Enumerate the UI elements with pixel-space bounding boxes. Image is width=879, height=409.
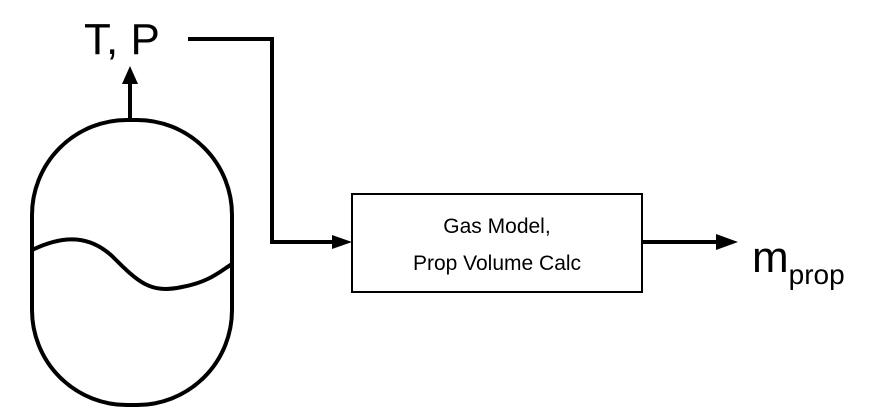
process-box-line2: Prop Volume Calc: [413, 252, 581, 275]
output-subscript: prop: [789, 259, 845, 290]
sensor-label: T, P: [84, 15, 160, 64]
output-symbol: m: [752, 233, 789, 282]
output-label: mprop: [752, 233, 845, 290]
propellant-tank: [30, 118, 234, 407]
process-box-line1: Gas Model,: [443, 215, 550, 238]
sensor-arrowhead: [122, 66, 138, 84]
liquid-level-line: [31, 237, 234, 291]
process-box: [351, 193, 643, 293]
output-arrowhead: [716, 234, 738, 250]
signal-connector-line: [188, 37, 334, 244]
box-input-arrowhead: [332, 235, 352, 249]
